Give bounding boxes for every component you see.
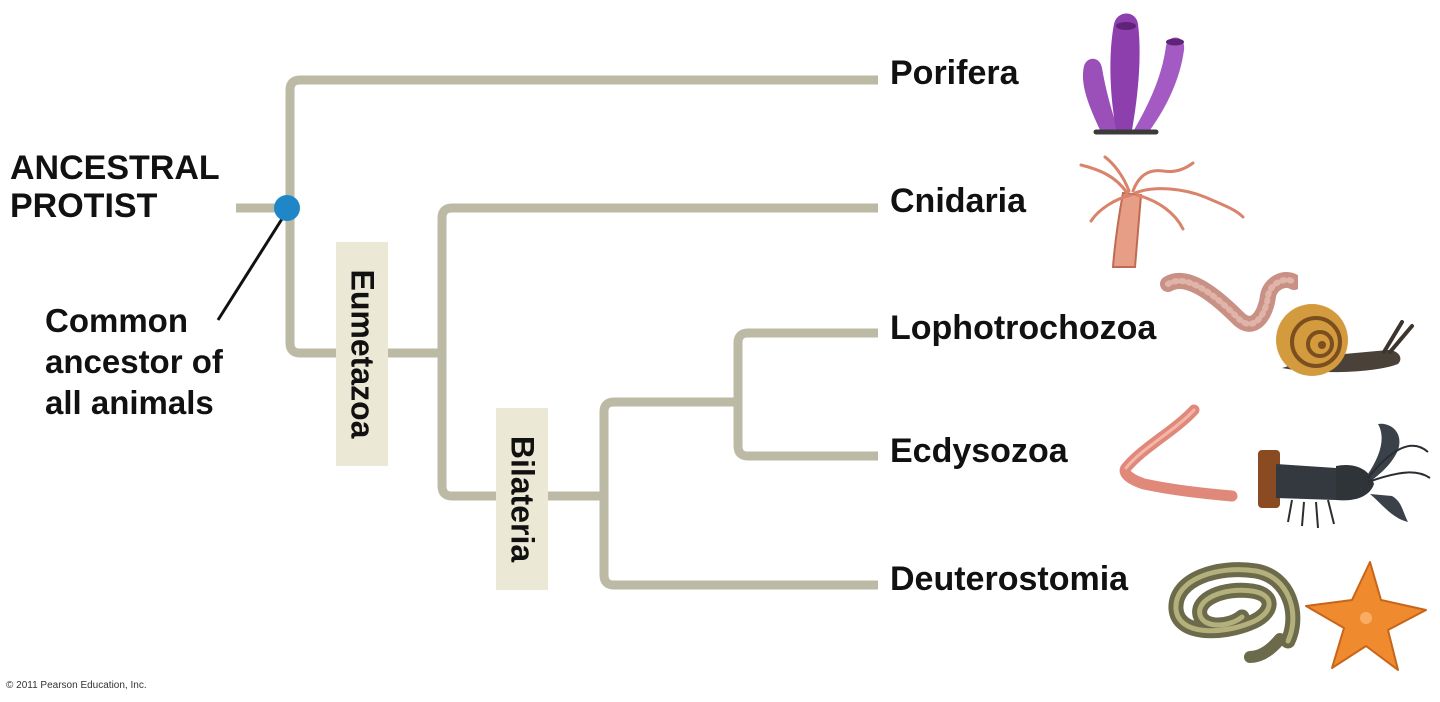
bilateria-text: Bilateria	[504, 435, 541, 563]
ecdysozoa-branch	[733, 402, 878, 461]
tree-branches	[236, 75, 878, 590]
protostome-stem	[599, 397, 738, 496]
taxon-ecdysozoa: Ecdysozoa	[890, 432, 1068, 470]
root-label-line1: ANCESTRAL	[10, 149, 220, 187]
common-ancestor-line1: Common	[45, 302, 188, 339]
common-ancestor-line2: ancestor of	[45, 343, 223, 380]
deuterostomia-branch	[599, 496, 878, 590]
taxon-deuterostomia: Deuterostomia	[890, 560, 1129, 598]
eumetazoa-stem	[437, 353, 604, 501]
root-label: ANCESTRAL PROTIST	[10, 149, 220, 225]
lophotrochozoa-branch	[733, 328, 878, 402]
lobster-icon	[1258, 423, 1431, 529]
porifera-branch	[285, 75, 878, 208]
segmented-worm-icon	[1160, 272, 1298, 332]
snake-icon	[1168, 562, 1301, 663]
copyright-credit: © 2011 Pearson Education, Inc.	[6, 680, 147, 691]
snail-icon	[1276, 304, 1414, 376]
common-ancestor-node	[274, 195, 300, 221]
taxon-cnidaria: Cnidaria	[890, 182, 1027, 220]
taxon-porifera: Porifera	[890, 54, 1019, 92]
animal-stem	[285, 208, 442, 358]
sponge-icon	[1082, 13, 1185, 135]
common-ancestor-label: Common ancestor of all animals	[45, 300, 223, 423]
cnidaria-branch	[437, 203, 878, 353]
eumetazoa-clade-label: Eumetazoa	[336, 242, 388, 466]
nematode-icon	[1119, 404, 1238, 502]
hydra-icon	[1079, 155, 1245, 268]
eumetazoa-text: Eumetazoa	[344, 269, 381, 439]
taxon-lophotrochozoa: Lophotrochozoa	[890, 309, 1157, 347]
sea-star-icon	[1305, 561, 1427, 671]
bilateria-clade-label: Bilateria	[496, 408, 548, 590]
root-label-line2: PROTIST	[10, 187, 158, 225]
common-ancestor-line3: all animals	[45, 384, 214, 421]
ancestor-pointer-line	[216, 210, 289, 321]
